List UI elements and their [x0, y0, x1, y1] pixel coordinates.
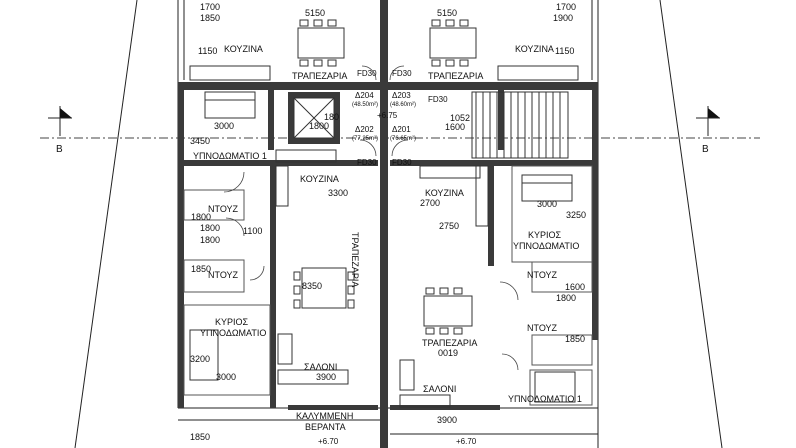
space-area-d203: (48.60m²)	[390, 102, 416, 108]
sofa	[277, 333, 451, 408]
bed	[189, 329, 219, 381]
fire-door-label: FD30	[428, 95, 448, 104]
space-area-d201: (76.65m²)	[390, 136, 416, 142]
space-area-d202: (77.25m²)	[352, 136, 378, 142]
dim-1700: 1700	[200, 2, 220, 12]
dim-3000: 3000	[537, 199, 557, 209]
fire-door-label: FD30	[357, 69, 377, 78]
room-label-master-line2: ΥΠΝΟΔΩΜΑΤΙΟ	[513, 241, 579, 251]
room-label-kitchen: ΚΟΥΖΙΝΑ	[300, 174, 339, 184]
dim-3200: 3200	[190, 354, 210, 364]
door-swings	[223, 65, 519, 371]
bed	[521, 174, 573, 202]
shaft	[293, 97, 335, 139]
dim-1600: 1600	[445, 122, 465, 132]
dim-3000: 3000	[214, 121, 234, 131]
room-label-living: ΣΑΛΟΝΙ	[304, 362, 337, 372]
dimension-labels: 1700 1850 5150 5150 1700 1900 1150 1150 …	[190, 2, 586, 442]
dim-3450: 3450	[190, 136, 210, 146]
space-id-d202: Δ202	[355, 125, 374, 134]
section-arrow-left	[48, 106, 72, 136]
dim-1800: 1800	[200, 223, 220, 233]
dim-1150: 1150	[198, 46, 217, 56]
room-label-master-line1: ΚΥΡΙΟΣ	[528, 230, 562, 240]
room-label-dining: ΤΡΑΠΕΖΑΡΙΑ	[292, 71, 347, 81]
dim-1900: 1900	[553, 13, 573, 23]
space-id-d203: Δ203	[392, 91, 411, 100]
dim-3000: 3000	[216, 372, 236, 382]
room-label-kitchen: ΚΟΥΖΙΝΑ	[515, 44, 554, 54]
room-label-shower: ΝΤΟΥΖ	[527, 323, 558, 333]
space-id-d201: Δ201	[392, 125, 411, 134]
dim-1100: 1100	[243, 226, 262, 236]
room-label-living: ΣΑΛΟΝΙ	[423, 384, 456, 394]
dim-1850: 1850	[200, 13, 220, 23]
dim-1850: 1850	[191, 264, 211, 274]
room-label-bedroom-1: ΥΠΝΟΔΩΜΑΤΙΟ 1	[193, 151, 267, 161]
dim-3250: 3250	[566, 210, 586, 220]
room-label-veranda-line1: ΚΑΛΥΜΜΕΝΗ	[296, 411, 353, 421]
space-area-d204: (48.50m²)	[352, 102, 378, 108]
section-arrow-right	[696, 106, 720, 136]
room-label-shower: ΝΤΟΥΖ	[527, 270, 558, 280]
partition-walls	[183, 165, 593, 406]
dim-3300: 3300	[328, 188, 348, 198]
dim-3900: 3900	[437, 415, 457, 425]
dim-1800: 1800	[556, 293, 576, 303]
dim-5150: 5150	[437, 8, 457, 18]
space-id-d204: Δ204	[355, 91, 374, 100]
dim-1850: 1850	[190, 432, 210, 442]
dining-table	[293, 267, 355, 309]
room-label-kitchen: ΚΟΥΖΙΝΑ	[224, 44, 263, 54]
dining-table	[297, 19, 345, 67]
room-label-veranda-line2: ΒΕΡΑΝΤΑ	[305, 422, 346, 432]
code-0019: 0019	[438, 348, 458, 358]
stair	[471, 91, 569, 159]
kitchen-counter	[189, 65, 579, 227]
dim-3900: 3900	[316, 372, 336, 382]
room-label-shower: ΝΤΟΥΖ	[208, 270, 239, 280]
room-label-dining-vertical: ΤΡΑΠΕΖΑΡΙΑ	[350, 232, 360, 287]
fire-door-label: FD30	[357, 158, 377, 167]
dim-1700: 1700	[556, 2, 576, 12]
room-label-kitchen: ΚΟΥΖΙΝΑ	[425, 188, 464, 198]
dim-2750: 2750	[439, 221, 459, 231]
room-labels: B B ΚΟΥΖΙΝΑ ΤΡΑΠΕΖΑΡΙΑ ΤΡΑΠΕΖΑΡΙΑ ΚΟΥΖΙΝ…	[56, 44, 709, 446]
room-label-master-line2: ΥΠΝΟΔΩΜΑΤΙΟ	[200, 328, 266, 338]
dim-1800: 1800	[200, 235, 220, 245]
level-veranda: +6.70	[456, 437, 477, 446]
room-label-dining: ΤΡΑΠΕΖΑΡΙΑ	[428, 71, 483, 81]
room-label-shower: ΝΤΟΥΖ	[208, 204, 239, 214]
dim-8350: 8350	[302, 281, 322, 291]
room-label-dining: ΤΡΑΠΕΖΑΡΙΑ	[422, 338, 477, 348]
dim-1800: 1800	[191, 212, 211, 222]
dining-table	[429, 19, 477, 67]
fire-door-label: FD30	[392, 158, 412, 167]
dim-1150: 1150	[555, 46, 574, 56]
section-marker: B	[56, 144, 63, 155]
dim-5150: 5150	[305, 8, 325, 18]
dim-1850: 1850	[565, 334, 585, 344]
bed	[534, 371, 576, 403]
dim-1052: 1052	[450, 113, 470, 123]
dim-1800: 1800	[309, 121, 329, 131]
room-label-bedroom-1: ΥΠΝΟΔΩΜΑΤΙΟ 1	[508, 394, 582, 404]
dim-2700: 2700	[420, 198, 440, 208]
dim-180: 180	[324, 112, 339, 122]
level-veranda: +6.70	[318, 437, 339, 446]
fire-door-label: FD30	[392, 69, 412, 78]
dining-table	[423, 287, 473, 335]
section-marker: B	[702, 144, 709, 155]
room-label-master-line1: ΚΥΡΙΟΣ	[215, 317, 249, 327]
level-landing: +6.75	[377, 111, 398, 120]
bed	[204, 91, 256, 119]
dim-1600: 1600	[565, 282, 585, 292]
